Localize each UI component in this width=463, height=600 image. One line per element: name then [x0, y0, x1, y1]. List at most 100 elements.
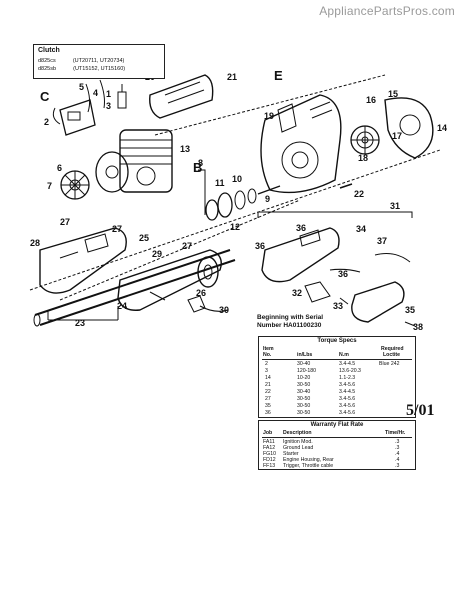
warranty-time: .4 [395, 451, 400, 457]
table-row: 21 30-50 3.4-5.6 [259, 382, 415, 389]
site-watermark: AppliancePartsPros.com [319, 4, 455, 18]
warranty-time: .4 [395, 457, 400, 463]
handle-housing [39, 227, 127, 294]
table-row: FA12 Ground Lead .3 [259, 445, 415, 452]
revision-date: 5/01 [406, 402, 435, 419]
drive-shaft-tube [33, 249, 236, 327]
callout-15: 15 [388, 89, 398, 99]
engine-housing-rear [260, 94, 342, 194]
callout-10: 10 [232, 174, 242, 184]
throttle-handle [117, 249, 222, 311]
warranty-job: FA12 [263, 445, 276, 451]
table-row: 35 30-50 3.4-5.6 [259, 403, 415, 410]
callout-30: 30 [219, 305, 229, 315]
warranty-time: .3 [395, 439, 400, 445]
header-required: Required [381, 346, 404, 352]
table-row: FF13 Trigger, Throttle cable .3 [259, 463, 415, 470]
callout-22: 22 [354, 189, 364, 199]
callout-37: 37 [377, 236, 387, 246]
table-row: 3 120-180 13.6-20.3 [259, 368, 415, 375]
serial-note: Beginning with Serial Number HA01100230 [257, 314, 323, 330]
trigger [187, 295, 206, 313]
guide-line [29, 149, 441, 291]
warranty-job: FA11 [263, 439, 275, 445]
table-row: 2 30-40 3.4-4.5 Blue 242 [259, 361, 415, 368]
callout-6: 6 [57, 163, 62, 173]
warranty-flat-rate-table: Warranty Flat Rate Job Description Time/… [258, 420, 416, 470]
table-row: 36 30-50 3.4-5.6 [259, 410, 415, 417]
warranty-description: Starter [283, 451, 299, 457]
clutch-model: d825sb [38, 66, 57, 72]
callout-8: 8 [198, 158, 203, 168]
torque-nm: 1.1-2.3 [339, 375, 356, 381]
warranty-description: Engine Housing, Rear [283, 457, 334, 463]
warranty-job: FG10 [263, 451, 276, 457]
warranty-job: FD12 [263, 457, 276, 463]
fuel-line [85, 79, 105, 113]
callout-17: 17 [392, 131, 402, 141]
torque-item-no: 3 [265, 368, 268, 374]
warranty-table-title: Warranty Flat Rate [310, 422, 364, 428]
clutch-model: d825cs [38, 58, 56, 64]
torque-item-no: 2 [265, 361, 268, 367]
clutch-row: d825sb (UT15152, UT15160) [38, 66, 125, 72]
engine-block [95, 129, 173, 193]
callout-29: 29 [152, 249, 162, 259]
callout-9: 9 [265, 194, 270, 204]
callout-23: 23 [75, 318, 85, 328]
section-label-e: E [274, 68, 283, 83]
torque-item-no: 21 [265, 382, 271, 388]
callout-19: 19 [264, 111, 274, 121]
header-nm: N.m [339, 352, 349, 358]
callout-27: 27 [112, 224, 122, 234]
torque-item-no: 27 [265, 396, 271, 402]
spark-plug [117, 84, 127, 109]
warranty-job: FF13 [263, 463, 276, 469]
clutch-model-box: Clutch d825cs (UT20711, UT20734) d825sb … [33, 44, 165, 79]
callout-1: 1 [106, 89, 111, 99]
torque-inlbs: 10-20 [297, 375, 311, 381]
callout-26: 26 [196, 288, 206, 298]
serial-updated-handle [261, 227, 416, 327]
air-filter-cover [149, 74, 214, 119]
torque-nm: 3.4-5.6 [339, 410, 356, 416]
section-label-b: B [193, 160, 202, 175]
clutch-title: Clutch [38, 47, 60, 54]
callout-36: 36 [296, 223, 306, 233]
callout-34: 34 [356, 224, 366, 234]
table-row: FD12 Engine Housing, Rear .4 [259, 457, 415, 464]
table-row: 22 30-40 3.4-4.5 [259, 389, 415, 396]
callout-bracket [257, 211, 413, 218]
callout-5: 5 [79, 82, 84, 92]
warranty-description: Trigger, Throttle cable [283, 463, 334, 469]
torque-nm: 3.4-5.6 [339, 403, 356, 409]
table-row: 14 10-20 1.1-2.3 [259, 375, 415, 382]
torque-inlbs: 30-50 [297, 410, 311, 416]
header-loctite: Loctite [383, 352, 401, 358]
callout-28: 28 [30, 238, 40, 248]
torque-inlbs: 120-180 [297, 368, 317, 374]
header-no: No. [263, 352, 272, 358]
callout-bracket [47, 306, 119, 321]
callout-3: 3 [106, 101, 111, 111]
callout-12: 12 [230, 222, 240, 232]
table-row: FG10 Starter .4 [259, 451, 415, 458]
header-time: Time/Hr. [385, 430, 406, 436]
torque-table-title: Torque Specs [317, 338, 357, 344]
serial-note-line: Number HA01100230 [257, 322, 322, 329]
guide-line [154, 74, 386, 136]
header-job: Job [263, 430, 273, 436]
callout-4: 4 [93, 88, 98, 98]
callout-24: 24 [117, 301, 127, 311]
callout-35: 35 [405, 305, 415, 315]
table-row: 27 30-50 3.4-5.6 [259, 396, 415, 403]
serial-note-line: Beginning with Serial [257, 314, 324, 321]
section-label-c: C [40, 89, 50, 104]
torque-item-no: 14 [265, 375, 271, 381]
header-item: Item [263, 346, 274, 352]
torque-specs-table: Torque Specs Item No. in/Lbs N.m Require… [258, 336, 416, 418]
torque-inlbs: 30-50 [297, 382, 311, 388]
callout-bracket [198, 169, 206, 215]
callout-16: 16 [366, 95, 376, 105]
